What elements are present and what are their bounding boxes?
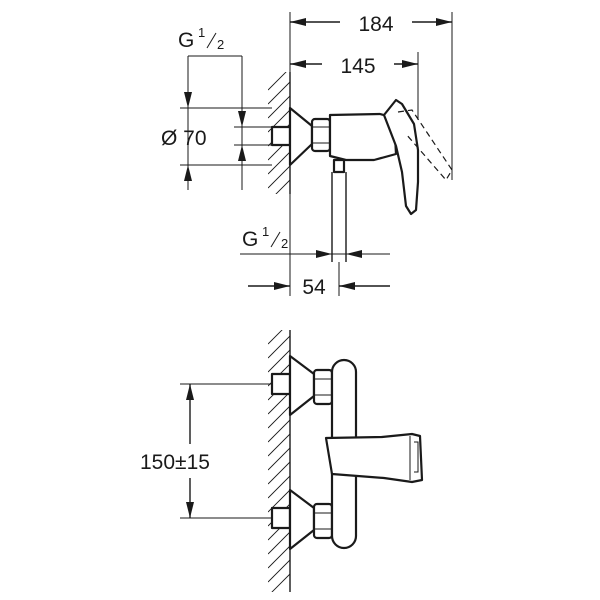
- upper-nut: [312, 368, 334, 406]
- svg-text:G: G: [178, 29, 194, 52]
- wall-hatch-bottom: [268, 330, 290, 592]
- dim-center-distance: 150±15: [140, 451, 210, 474]
- dim-diameter: Ø 70: [161, 127, 207, 150]
- upper-escutcheon: [288, 354, 316, 417]
- union-nut: [310, 117, 332, 153]
- lever-front: [324, 432, 424, 484]
- dim-total-depth: 184: [358, 13, 393, 36]
- label-connection-top: G 1 2: [178, 25, 224, 52]
- dim-outlet-offset: 54: [302, 276, 326, 299]
- mixer-body-side: [328, 112, 398, 162]
- lower-escutcheon: [288, 488, 316, 551]
- svg-text:G: G: [242, 228, 258, 251]
- svg-text:1: 1: [262, 224, 269, 239]
- outlet-pipe: [332, 158, 346, 174]
- upper-connector: [270, 372, 292, 396]
- svg-text:1: 1: [198, 25, 205, 40]
- lever-handle: [382, 98, 420, 216]
- dim-body-depth: 145: [340, 55, 375, 78]
- escutcheon: [288, 106, 314, 167]
- wall-connector: [270, 125, 292, 147]
- side-view: 184 145 G 1 2 Ø 70 G 1: [161, 12, 453, 299]
- svg-text:2: 2: [281, 236, 288, 251]
- lower-connector: [270, 506, 292, 530]
- svg-text:2: 2: [217, 37, 224, 52]
- lower-nut: [312, 502, 334, 540]
- front-view: 150±15: [140, 330, 424, 592]
- label-connection-bottom: G 1 2: [242, 224, 288, 251]
